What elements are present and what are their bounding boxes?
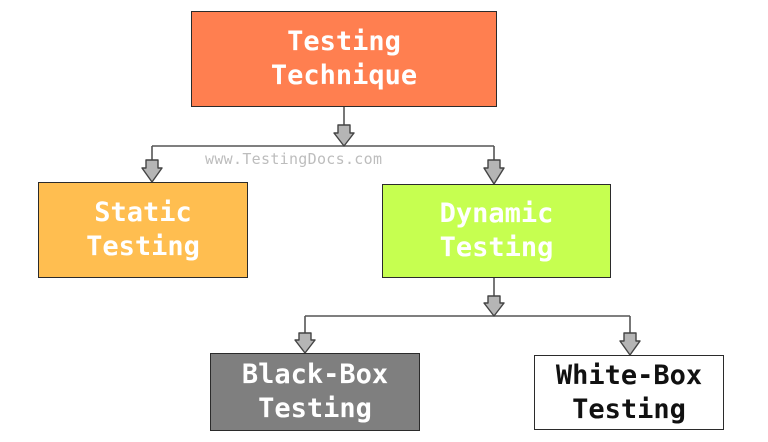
watermark-text: www.TestingDocs.com — [205, 150, 383, 168]
node-dynamic-testing: Dynamic Testing — [382, 184, 611, 278]
arrow-blackbox — [294, 332, 316, 354]
arrow-static — [141, 159, 163, 183]
arrow-whitebox — [619, 332, 641, 356]
node-black-box-testing: Black-Box Testing — [210, 353, 420, 431]
node-label-line1: Black-Box — [241, 359, 389, 390]
node-label-line2: Testing — [572, 393, 686, 425]
node-label-line2: Testing — [439, 232, 554, 263]
arrow-dynamic — [483, 159, 505, 185]
node-testing-technique: Testing Technique — [191, 11, 497, 107]
arrow-root — [333, 124, 355, 147]
node-label-line1: Dynamic — [439, 198, 554, 229]
node-label-line2: Testing — [258, 393, 372, 424]
node-label-line1: White-Box — [555, 359, 703, 391]
node-label-line2: Testing — [86, 231, 200, 262]
node-label-line1: Testing — [287, 26, 401, 57]
node-label-line1: Static — [94, 197, 192, 228]
node-label-line2: Technique — [270, 60, 418, 91]
node-white-box-testing: White-Box Testing — [534, 355, 724, 430]
arrow-dynamic-down — [483, 295, 505, 317]
node-static-testing: Static Testing — [38, 182, 248, 278]
